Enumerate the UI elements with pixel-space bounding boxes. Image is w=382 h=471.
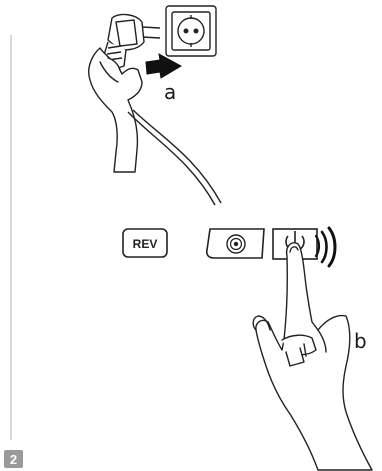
hand-pressing-button [253, 243, 372, 470]
cable [128, 110, 221, 205]
sound-waves-icon [316, 228, 335, 266]
rev-button-label: REV [133, 237, 158, 251]
label-a: a [164, 80, 176, 104]
arrow-right-icon [146, 54, 181, 78]
rev-button: REV [123, 229, 167, 257]
label-b: b [354, 329, 367, 353]
target-button-icon [207, 229, 264, 258]
wall-socket-icon [166, 6, 216, 56]
step-number-badge: 2 [4, 450, 23, 468]
